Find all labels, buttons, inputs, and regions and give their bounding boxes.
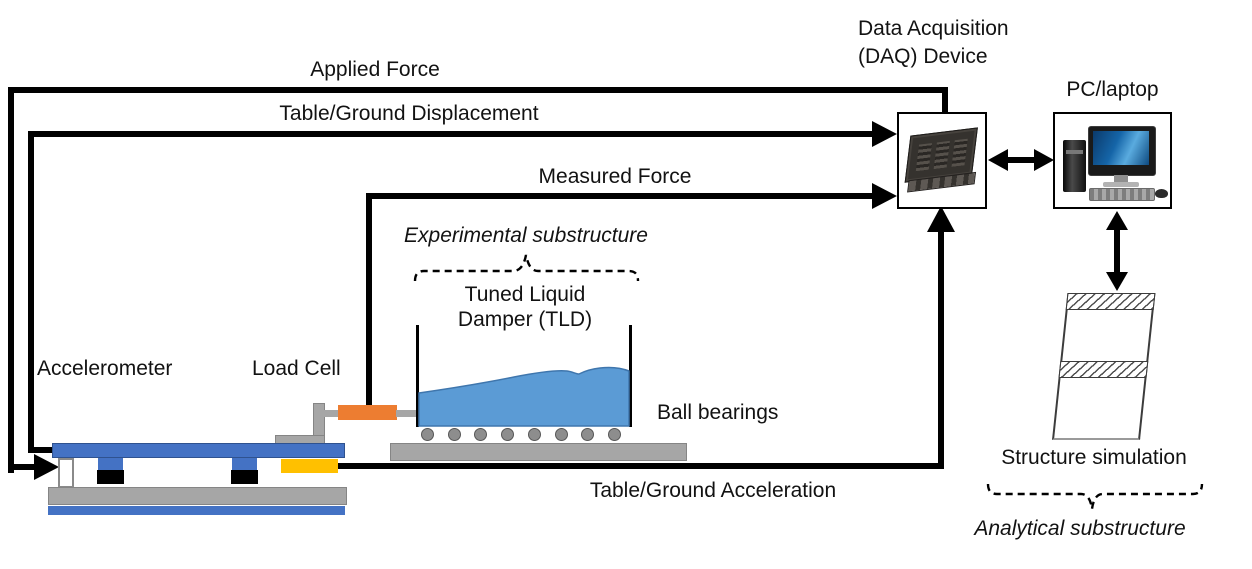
tank-left-wall <box>416 325 419 427</box>
load-cell-rod-right <box>396 410 417 417</box>
ball-bearing <box>474 428 488 441</box>
applied-force-line-bottom <box>8 464 36 470</box>
tld-label-line1: Tuned Liquid <box>464 283 586 306</box>
tld-label: Tuned Liquid Damper (TLD) <box>419 282 631 332</box>
measured-force-label: Measured Force <box>538 165 692 188</box>
load-cell-label: Load Cell <box>252 357 341 380</box>
load-cell-rod-left <box>322 410 339 417</box>
accelerometer-label: Accelerometer <box>37 357 173 380</box>
ball-bearing <box>581 428 595 441</box>
daq-label-line1: Data Acquisition <box>858 17 1009 40</box>
measured-force-line-drop <box>366 193 372 406</box>
applied-force-label: Applied Force <box>310 58 440 81</box>
pc-screen <box>1093 131 1149 165</box>
bearing-support-plate <box>390 443 687 461</box>
pc-stand-neck <box>1114 175 1128 183</box>
structure-slab-top <box>1065 293 1156 310</box>
daq-pc-arrow-shaft <box>1004 157 1038 163</box>
displacement-label: Table/Ground Displacement <box>279 102 539 125</box>
pc-image <box>1055 114 1170 207</box>
pc-structure-arrowhead-bottom <box>1106 272 1128 291</box>
acceleration-arrowhead <box>927 206 955 232</box>
ball-bearing <box>421 428 434 441</box>
measured-force-arrowhead <box>872 183 897 209</box>
actuator-block <box>281 459 338 473</box>
applied-force-arrowhead <box>34 454 59 480</box>
displacement-line-foot <box>28 447 54 453</box>
bearing-block-2 <box>232 458 257 470</box>
table-top-plate <box>52 443 345 458</box>
analytical-substructure-brace <box>986 483 1204 510</box>
applied-force-line-left <box>8 87 14 473</box>
displacement-arrowhead <box>872 121 897 147</box>
structure-frame <box>1052 293 1156 440</box>
ball-bearings-label: Ball bearings <box>657 401 779 424</box>
pc-stand-base <box>1103 182 1139 187</box>
ball-bearings-row <box>421 428 621 441</box>
bearing-block-1 <box>98 458 123 470</box>
applied-force-line-drop <box>942 87 948 114</box>
acceleration-label: Table/Ground Acceleration <box>589 479 837 502</box>
load-cell-block <box>338 405 397 420</box>
daq-terminal-block <box>915 143 932 172</box>
table-base-rail <box>48 506 345 515</box>
pc-label: PC/laptop <box>1066 78 1159 101</box>
daq-terminal-block <box>951 138 968 167</box>
daq-pc-arrowhead-right <box>1034 149 1054 171</box>
pc-tower-drive-slot <box>1066 150 1083 154</box>
acceleration-line-rise <box>938 230 944 469</box>
acceleration-line-bottom <box>338 463 944 469</box>
measured-force-line-top <box>366 193 872 199</box>
daq-label: Data Acquisition (DAQ) Device <box>858 15 1048 71</box>
pc-structure-arrowhead-top <box>1106 211 1128 230</box>
pc-tower <box>1063 140 1086 192</box>
table-base-plate <box>48 487 347 505</box>
ball-bearing <box>501 428 515 441</box>
pc-mouse <box>1155 189 1168 198</box>
pc-box <box>1053 112 1172 209</box>
structure-slab-mid <box>1058 361 1149 378</box>
tld-label-line2: Damper (TLD) <box>457 308 593 331</box>
water-surface <box>418 366 630 427</box>
structure-simulation-label: Structure simulation <box>1001 446 1187 469</box>
daq-label-line2: (DAQ) Device <box>858 45 988 68</box>
tank-right-wall <box>629 325 632 427</box>
daq-pc-arrowhead-left <box>988 149 1008 171</box>
ball-bearing <box>527 428 541 441</box>
experimental-substructure-label: Experimental substructure <box>404 224 648 247</box>
experimental-substructure-brace <box>413 254 640 282</box>
pc-keyboard <box>1089 188 1155 201</box>
ball-bearing <box>554 428 568 441</box>
daq-device-image <box>901 126 982 197</box>
displacement-line-left <box>28 131 34 453</box>
applied-force-line-top <box>8 87 948 93</box>
ball-bearing <box>447 428 461 441</box>
friction-pad-2 <box>231 470 258 484</box>
daq-terminal-block <box>933 140 950 170</box>
friction-pad-1 <box>97 470 124 484</box>
pc-structure-arrow-shaft <box>1114 226 1120 276</box>
analytical-substructure-label: Analytical substructure <box>974 517 1186 540</box>
daq-box <box>897 112 987 209</box>
ball-bearing <box>607 428 621 441</box>
accelerometer-block <box>58 458 74 488</box>
displacement-line-top <box>28 131 873 137</box>
